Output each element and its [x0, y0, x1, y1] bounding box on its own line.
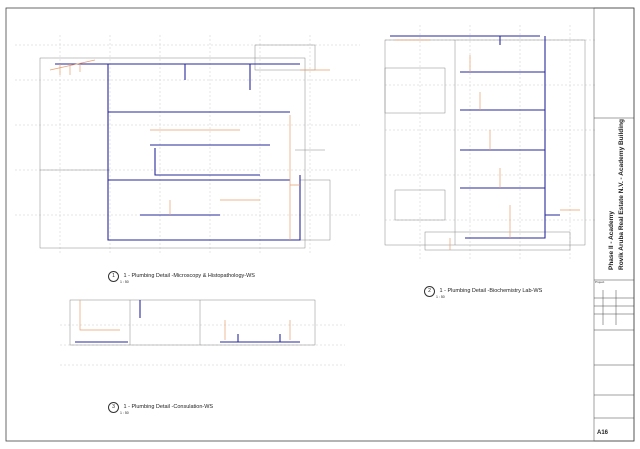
project-phase: Phase II - Academy [608, 210, 615, 270]
sheet-border [5, 7, 635, 442]
view-scale-1: 1 : 50 [120, 280, 129, 284]
view-number-1: 1 [108, 271, 119, 282]
view-number-2: 2 [424, 286, 435, 297]
sheet-number: A16 [597, 430, 609, 436]
view-title-text-2: 1 - Plumbing Detail -Biochemistry Lab-WS [439, 288, 543, 294]
view-number-3: 3 [108, 402, 119, 413]
project-label: Project [595, 280, 605, 284]
view-title-consultation: 3 1 - Plumbing Detail -Consulation-WS 1 … [108, 402, 214, 415]
view-title-microscopy: 1 1 - Plumbing Detail -Microscopy & Hist… [108, 271, 255, 284]
piping-consultation [75, 300, 300, 343]
view-title-text-1: 1 - Plumbing Detail -Microscopy & Histop… [123, 273, 255, 279]
project-name: Rovik Aruba Real Estate N.V. - Academy B… [618, 119, 625, 270]
view-title-text-3: 1 - Plumbing Detail -Consulation-WS [123, 404, 214, 410]
view-scale-2: 1 : 50 [436, 295, 445, 299]
plan-view-biochemistry [384, 25, 595, 260]
title-block-frame [593, 7, 635, 442]
piping-microscopy [49, 59, 330, 241]
view-title-biochemistry: 2 1 - Plumbing Detail -Biochemistry Lab-… [424, 286, 543, 299]
title-block: Project Phase II - Academy Rovik Aruba R… [594, 8, 634, 441]
piping-biochemistry [390, 35, 580, 250]
view-scale-3: 1 : 50 [120, 411, 129, 415]
plan-view-consultation [60, 299, 345, 366]
